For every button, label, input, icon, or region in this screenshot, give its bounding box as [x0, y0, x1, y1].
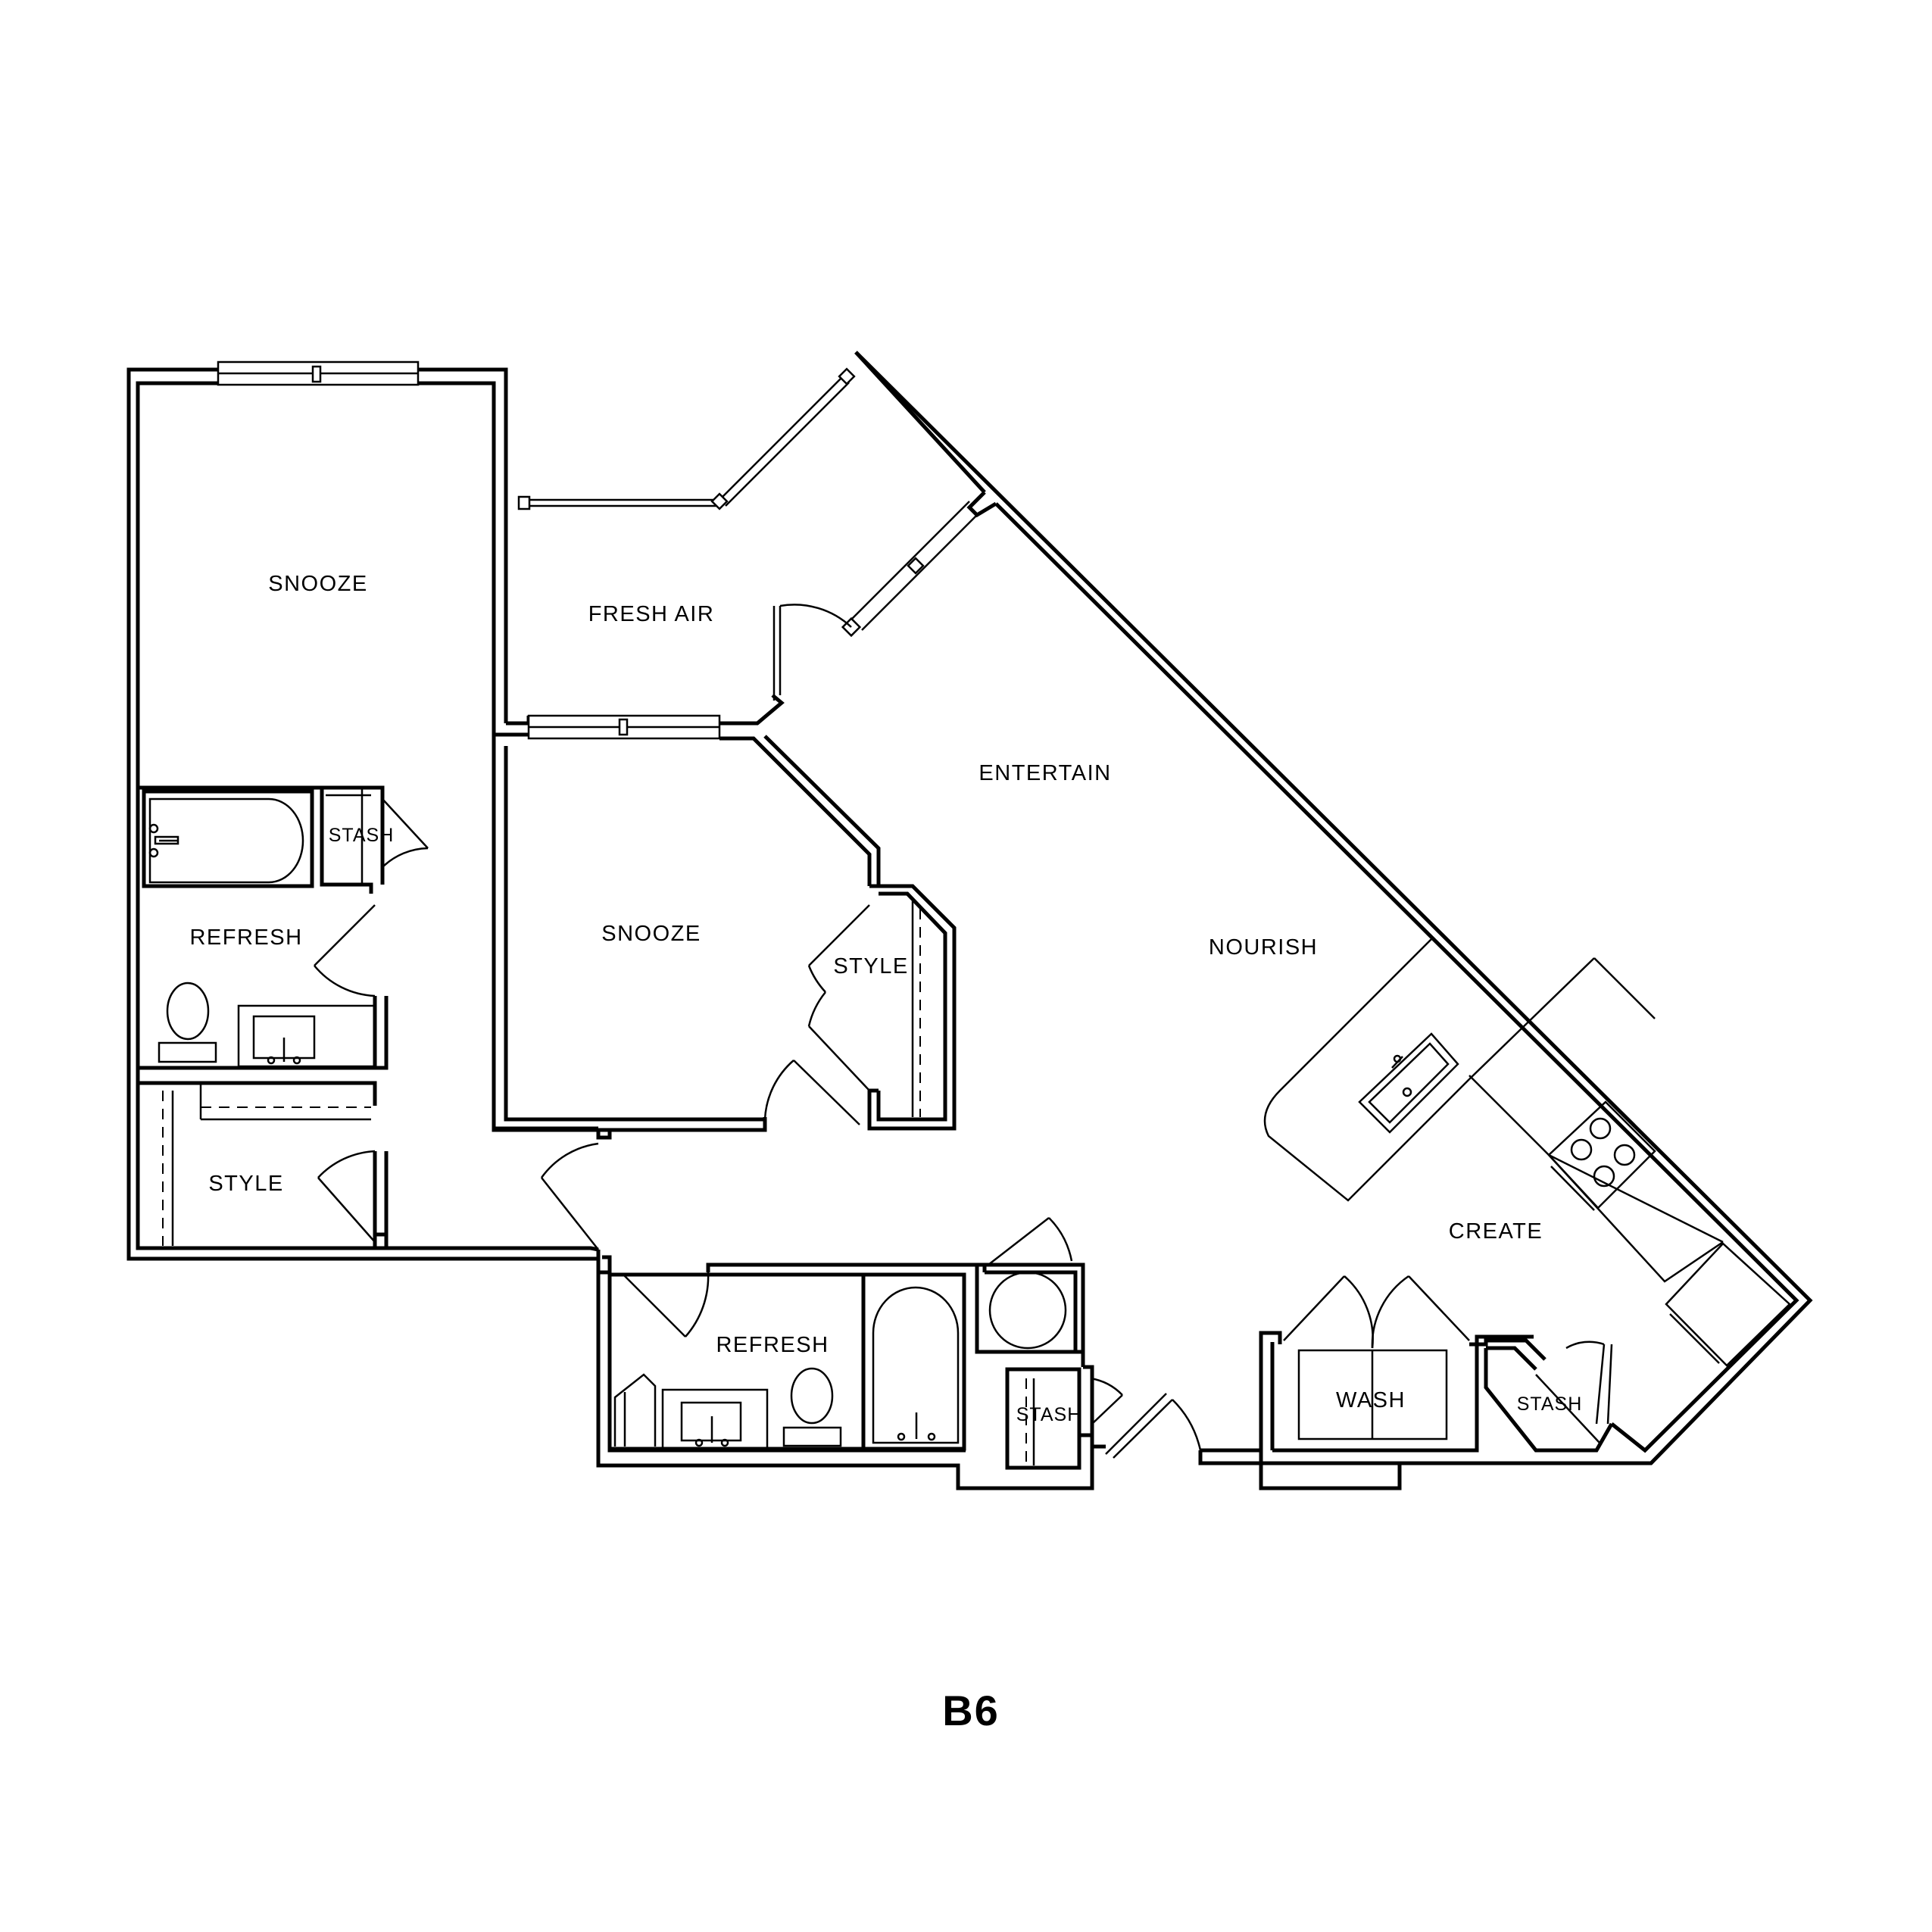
label-create: CREATE	[1449, 1219, 1543, 1244]
window-living	[841, 501, 981, 638]
label-refresh-2: REFRESH	[716, 1333, 829, 1357]
label-refresh-1: REFRESH	[189, 925, 302, 950]
vanity-1	[237, 1004, 376, 1068]
label-snooze-2: SNOOZE	[601, 922, 701, 946]
room-labels: SNOOZE FRESH AIR ENTERTAIN STASH REFRESH…	[189, 572, 1583, 1425]
label-entertain: ENTERTAIN	[978, 761, 1111, 785]
style-2-doors	[763, 904, 870, 1125]
label-snooze-1: SNOOZE	[268, 572, 367, 596]
central-walls	[492, 351, 1813, 1465]
unit-name: B6	[942, 1687, 1000, 1734]
stash-1-door	[326, 789, 429, 885]
kitchen-counter	[1469, 957, 1791, 1367]
window-bedroom-1	[217, 360, 420, 386]
label-style-2: STYLE	[833, 954, 908, 978]
label-style-1: STYLE	[208, 1172, 283, 1196]
kitchen-sink	[1358, 1032, 1459, 1134]
label-stash-3: STASH	[1517, 1394, 1583, 1415]
refresh-2-door	[540, 1142, 710, 1337]
washer-dryer	[1283, 1275, 1470, 1440]
style-1-closet	[162, 1083, 376, 1246]
toilet-1	[158, 982, 217, 1063]
label-nourish: NOURISH	[1209, 935, 1318, 960]
refresh-2-fixtures	[613, 1275, 960, 1450]
south-walls	[596, 1250, 1614, 1490]
kitchen-island	[1263, 938, 1595, 1202]
window-bedroom-2	[527, 714, 721, 740]
label-fresh-air: FRESH AIR	[588, 602, 715, 626]
stash-3-door	[1535, 1341, 1613, 1444]
stash-2-details	[1025, 1377, 1123, 1465]
label-stash-2: STASH	[1016, 1404, 1082, 1425]
entry-door	[1105, 1393, 1202, 1459]
label-stash-1: STASH	[329, 825, 395, 846]
refresh-1-door	[314, 904, 376, 997]
bathtub-1	[148, 797, 304, 884]
water-heater	[988, 1217, 1073, 1350]
balcony-door	[772, 604, 852, 701]
label-wash: WASH	[1336, 1388, 1406, 1412]
